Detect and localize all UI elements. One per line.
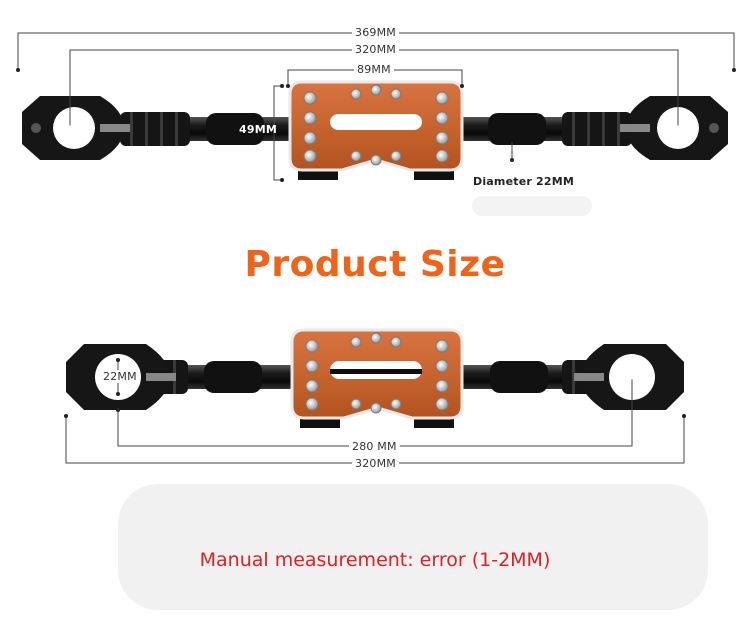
dim-label-clamp-to-clamp: 280 MM [349,440,400,453]
top-right-collar [488,112,632,146]
bottom-right-clamp [574,344,684,410]
dim-label-diameter: Diameter 22MM [470,175,578,188]
note-background [118,484,708,610]
measurement-note: Manual measurement: error (1-2MM) [199,549,551,571]
top-right-clamp [620,96,728,160]
page-title: Product Size [244,244,506,285]
dim-label-center-width: 89MM [354,63,394,76]
dim-label-clamp-span-top: 320MM [352,43,399,56]
dim-label-clamp-span-bottom: 320MM [352,457,399,470]
shadow-patch [472,196,592,216]
bottom-dimension-endpoints [64,358,686,418]
bottom-center-block [290,328,464,428]
dim-label-clamp-inner: 22MM [100,370,140,383]
dim-label-center-height: 49MM [239,123,278,136]
top-crossbar [22,80,728,180]
top-left-collar [120,112,264,146]
bottom-crossbar [66,328,684,428]
top-left-clamp [22,96,130,160]
top-dimension-endpoints [16,68,736,182]
dim-label-overall: 369MM [352,26,399,39]
top-center-block [288,80,464,180]
